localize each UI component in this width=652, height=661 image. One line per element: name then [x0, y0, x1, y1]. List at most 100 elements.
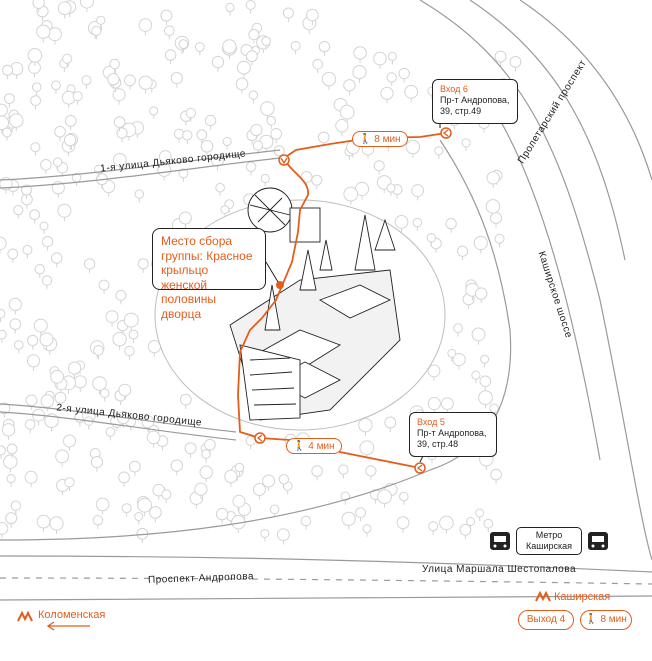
tree	[411, 184, 425, 197]
tree	[6, 474, 16, 484]
road-andropova-top	[0, 555, 652, 573]
tree	[461, 138, 471, 148]
tree	[220, 205, 230, 215]
tree	[55, 449, 69, 464]
tree	[72, 91, 83, 102]
tree	[0, 103, 8, 117]
tree	[204, 438, 216, 451]
tree	[29, 209, 41, 221]
tree	[178, 211, 192, 225]
tree	[248, 28, 260, 41]
meeting-point-marker	[276, 281, 284, 289]
tree	[399, 491, 409, 502]
tree	[384, 416, 397, 429]
road-andropova-center	[0, 577, 652, 585]
tree	[54, 125, 66, 138]
tree	[318, 40, 331, 53]
tree	[386, 72, 397, 83]
tree	[0, 522, 9, 535]
tree	[39, 221, 49, 231]
tree	[222, 39, 237, 54]
tree	[185, 107, 197, 119]
entrance-6-marker	[440, 127, 452, 139]
tree	[123, 312, 139, 328]
arrow-left-icon	[256, 434, 263, 442]
tree	[123, 74, 136, 87]
tree	[311, 465, 323, 477]
entrance-5-address: Пр-т Андропова, 39, стр.48	[417, 428, 487, 449]
tree	[128, 329, 139, 340]
bus-icon	[490, 532, 510, 550]
entrance-5-walk-time: 🚶 4 мин	[286, 438, 342, 454]
tree	[26, 354, 41, 368]
tree	[0, 177, 13, 191]
tree	[290, 40, 301, 51]
tree	[27, 48, 43, 63]
tree	[509, 56, 522, 68]
walk-time-label: 8 мин	[600, 614, 627, 625]
tree	[245, 0, 256, 10]
pedestrian-icon: 🚶	[585, 614, 598, 625]
tree	[138, 75, 153, 90]
tree	[31, 82, 42, 92]
tree	[246, 50, 258, 63]
tree	[426, 233, 436, 243]
tree	[32, 0, 45, 9]
tree	[0, 329, 7, 340]
metro-m-icon	[17, 610, 33, 622]
tree	[64, 115, 77, 127]
road-kashirskoe-1	[419, 0, 652, 561]
tree	[51, 80, 61, 91]
tree	[160, 9, 173, 22]
walk-time-label: 8 мин	[374, 134, 401, 145]
tree	[457, 245, 469, 257]
tree	[300, 515, 312, 527]
tree	[261, 36, 271, 47]
tree	[137, 258, 149, 270]
palace-roof-2	[318, 284, 392, 319]
metro-m-icon	[535, 590, 551, 602]
arrow-left-icon	[442, 129, 449, 137]
tree	[63, 133, 77, 147]
tree	[57, 203, 72, 218]
tree	[3, 454, 18, 469]
tree	[96, 15, 106, 25]
tree	[134, 512, 144, 521]
tree	[439, 515, 454, 531]
tree	[365, 465, 377, 477]
tree	[338, 464, 349, 475]
tree	[149, 106, 159, 116]
tree	[109, 58, 120, 70]
tree	[179, 393, 192, 406]
tree	[36, 514, 51, 529]
tree	[149, 506, 162, 519]
tree	[478, 390, 493, 406]
walk-time-label: 4 мин	[308, 441, 335, 452]
tree	[118, 383, 132, 397]
pedestrian-icon: 🚶	[359, 134, 372, 145]
tree	[137, 497, 153, 513]
tree	[200, 140, 214, 153]
tree	[245, 435, 256, 446]
bus-icon	[588, 532, 608, 550]
tree	[63, 434, 76, 448]
pedestrian-icon: 🚶	[293, 441, 306, 452]
road-proletarsky-edge	[519, 0, 652, 181]
tree	[252, 483, 266, 496]
tree-cover	[0, 0, 522, 545]
tree	[466, 517, 475, 526]
tree	[282, 7, 294, 19]
tree	[260, 173, 270, 184]
tree	[8, 297, 22, 311]
arrow-left-icon	[46, 621, 90, 631]
meeting-pointer	[265, 261, 279, 283]
tree	[30, 95, 41, 106]
tree	[441, 397, 454, 411]
tree	[73, 375, 87, 389]
tree	[83, 258, 96, 270]
tree	[50, 369, 64, 384]
clearing-edge	[154, 199, 446, 431]
tree	[134, 189, 145, 199]
tree	[343, 186, 359, 202]
